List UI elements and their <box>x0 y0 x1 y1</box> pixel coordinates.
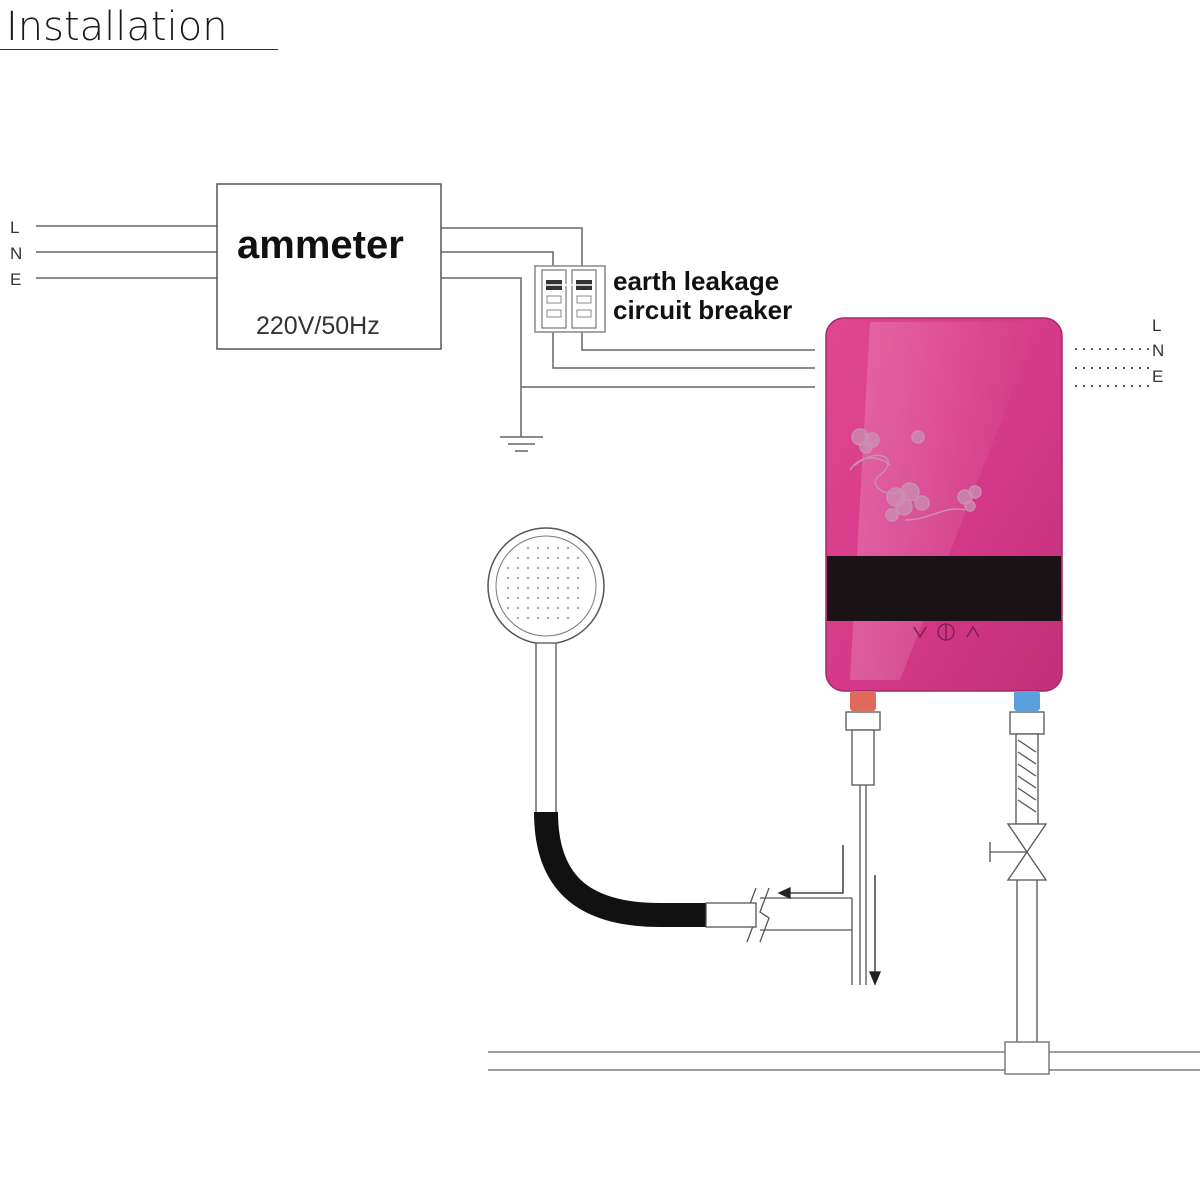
incoming-wires <box>36 225 217 279</box>
cold-inlet-pipe <box>1009 711 1045 1042</box>
ammeter-label: ammeter <box>237 223 404 267</box>
shower-nozzle-dot <box>526 616 530 620</box>
outgoing-dotted-wires <box>1075 348 1150 387</box>
shower-nozzle-dot <box>506 586 510 590</box>
shower-nozzle-dot <box>506 576 510 580</box>
shower-head-icon <box>487 527 605 814</box>
shower-nozzle-dot <box>526 546 530 550</box>
shower-nozzle-dot <box>546 606 550 610</box>
shower-nozzle-dot <box>556 566 560 570</box>
shower-nozzle-dot <box>576 566 580 570</box>
shower-nozzle-dot <box>536 576 540 580</box>
shower-nozzle-dot <box>526 586 530 590</box>
shower-nozzle-dot <box>506 596 510 600</box>
ammeter-spec: 220V/50Hz <box>256 312 380 340</box>
shower-nozzle-dot <box>526 606 530 610</box>
shower-nozzle-dot <box>556 586 560 590</box>
shower-nozzle-dot <box>556 546 560 550</box>
label-out-N: N <box>1152 341 1164 360</box>
label-in-E: E <box>10 270 21 289</box>
shower-nozzle-dot <box>576 606 580 610</box>
shower-nozzle-dot <box>516 596 520 600</box>
shower-nozzle-dot <box>526 556 530 560</box>
shower-nozzle-dot <box>566 586 570 590</box>
shower-nozzle-dot <box>576 556 580 560</box>
shower-nozzle-dot <box>506 566 510 570</box>
shower-nozzle-dot <box>526 566 530 570</box>
flow-arrow-icon <box>777 845 881 986</box>
shower-nozzle-dot <box>546 616 550 620</box>
shower-nozzle-dot <box>566 566 570 570</box>
shower-nozzle-dot <box>506 606 510 610</box>
ammeter-out-wires <box>441 227 815 437</box>
page-title: Installation <box>6 4 228 50</box>
heater-display <box>827 556 1061 621</box>
heater-controls <box>913 623 980 641</box>
shower-nozzle-dot <box>566 546 570 550</box>
shower-nozzle-dot <box>546 596 550 600</box>
shower-nozzle-dot <box>576 596 580 600</box>
shower-nozzle-dot <box>546 576 550 580</box>
shower-nozzle-dot <box>546 546 550 550</box>
shower-nozzle-dot <box>566 556 570 560</box>
label-in-L: L <box>10 218 19 237</box>
shower-nozzle-dot <box>546 586 550 590</box>
shower-nozzle-dot <box>536 616 540 620</box>
shower-nozzle-dot <box>546 556 550 560</box>
shower-nozzle-dot <box>516 576 520 580</box>
shower-nozzle-dot <box>536 596 540 600</box>
shower-nozzle-dot <box>536 556 540 560</box>
shower-nozzle-dot <box>546 566 550 570</box>
shower-nozzle-dot <box>576 586 580 590</box>
valve-icon <box>989 823 1048 881</box>
shower-nozzle-dot <box>516 556 520 560</box>
shower-nozzle-dot <box>536 586 540 590</box>
water-heater <box>825 317 1063 711</box>
ammeter-box <box>216 183 442 350</box>
main-supply-pipe <box>488 1041 1200 1075</box>
shower-nozzle-dot <box>526 596 530 600</box>
shower-hose <box>534 811 708 927</box>
shower-nozzle-dot <box>556 596 560 600</box>
hot-outlet-pipe <box>760 711 881 985</box>
shower-nozzle-dot <box>566 606 570 610</box>
breaker-label-line2: circuit breaker <box>613 295 792 325</box>
hose-connector <box>705 902 757 928</box>
shower-nozzle-dot <box>556 556 560 560</box>
shower-nozzle-dot <box>576 576 580 580</box>
label-out-E: E <box>1152 367 1163 386</box>
shower-nozzle-dot <box>526 576 530 580</box>
flower-decoration-icon <box>849 428 982 522</box>
shower-nozzle-dot <box>566 616 570 620</box>
label-out-L: L <box>1152 316 1161 335</box>
title-underline <box>0 49 278 50</box>
label-in-N: N <box>10 244 22 263</box>
shower-nozzle-dot <box>516 616 520 620</box>
ground-symbol-icon <box>500 436 543 452</box>
circuit-breaker <box>534 265 606 333</box>
shower-nozzle-dot <box>566 576 570 580</box>
shower-nozzle-dot <box>556 606 560 610</box>
shower-nozzle-dot <box>556 616 560 620</box>
shower-nozzle-dot <box>536 546 540 550</box>
shower-nozzle-dot <box>516 566 520 570</box>
shower-nozzle-dot <box>516 606 520 610</box>
cold-water-fitting <box>1014 691 1040 711</box>
shower-nozzle-dot <box>516 586 520 590</box>
breaker-label-line1: earth leakage <box>613 266 779 296</box>
shower-nozzle-dot <box>566 596 570 600</box>
hot-water-fitting <box>850 691 876 711</box>
shower-nozzle-dot <box>536 566 540 570</box>
shower-nozzle-dot <box>536 606 540 610</box>
shower-nozzle-dot <box>556 576 560 580</box>
